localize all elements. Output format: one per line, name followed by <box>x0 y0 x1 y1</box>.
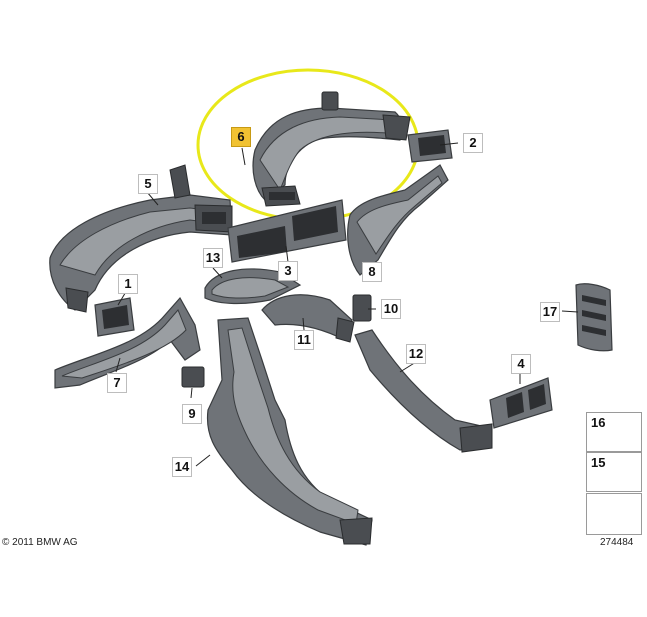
part-8-right-air-duct <box>347 164 449 276</box>
callout-part-10[interactable]: 10 <box>381 299 401 319</box>
part-14-footwell-duct <box>206 317 373 546</box>
callout-part-7[interactable]: 7 <box>107 373 127 393</box>
part-11-duct <box>261 294 355 343</box>
legend-item-16[interactable]: 16 <box>586 412 642 452</box>
callout-part-4[interactable]: 4 <box>511 354 531 374</box>
copyright-text: © 2011 BMW AG <box>2 537 78 548</box>
part-13-flat-duct <box>204 268 302 305</box>
part-17-grille <box>575 283 613 352</box>
part-3-center-vent <box>227 199 347 263</box>
part-7-lower-left-duct <box>54 296 201 389</box>
callout-part-8[interactable]: 8 <box>362 262 382 282</box>
callout-part-11[interactable]: 11 <box>294 330 314 350</box>
callout-part-14[interactable]: 14 <box>172 457 192 477</box>
callout-part-3[interactable]: 3 <box>278 261 298 281</box>
part-10-clip <box>352 294 372 322</box>
callout-part-12[interactable]: 12 <box>406 344 426 364</box>
callout-part-2[interactable]: 2 <box>463 133 483 153</box>
legend-item-shim[interactable] <box>586 493 642 535</box>
callout-part-5[interactable]: 5 <box>138 174 158 194</box>
part-1-vent <box>94 297 135 337</box>
legend-label-15: 15 <box>591 455 606 470</box>
callout-part-17[interactable]: 17 <box>540 302 560 322</box>
part-9-clip <box>181 366 205 388</box>
callout-part-1[interactable]: 1 <box>118 274 138 294</box>
part-12-rear-duct <box>354 329 493 453</box>
callout-part-9[interactable]: 9 <box>182 404 202 424</box>
part-4-rear-vent <box>489 377 553 429</box>
part-6-upper-air-duct <box>252 91 411 207</box>
legend-item-15[interactable]: 15 <box>586 452 642 492</box>
legend-label-16: 16 <box>591 415 606 430</box>
callout-part-13[interactable]: 13 <box>203 248 223 268</box>
diagram-number: 274484 <box>600 537 634 548</box>
part-2-side-vent <box>407 129 453 163</box>
callout-part-6[interactable]: 6 <box>231 127 251 147</box>
